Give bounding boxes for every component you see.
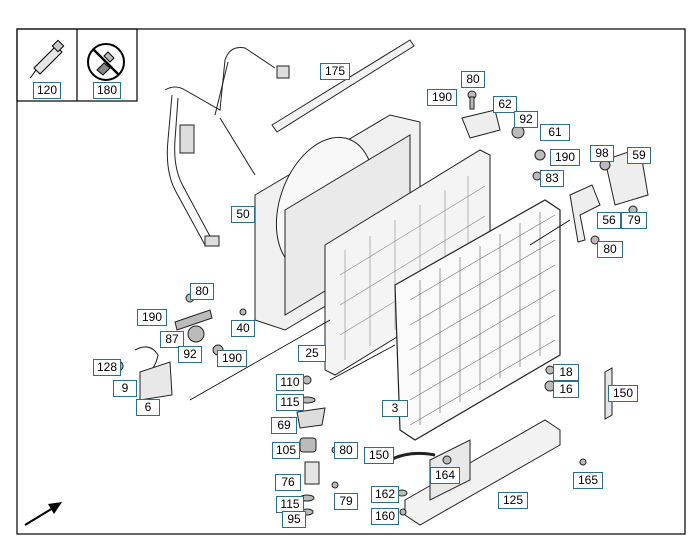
part-label: 92 xyxy=(514,111,538,128)
part-label: 162 xyxy=(371,486,399,503)
part-label: 6 xyxy=(136,399,160,416)
part-label: 80 xyxy=(597,241,623,258)
part-label: 110 xyxy=(276,374,304,391)
part-label: 80 xyxy=(461,71,485,88)
part-label: 61 xyxy=(540,124,570,141)
part-label: 59 xyxy=(627,147,651,164)
part-label: 80 xyxy=(190,283,214,300)
part-label: 56 xyxy=(597,212,621,229)
part-label: 160 xyxy=(371,508,399,525)
part-label: 115 xyxy=(276,394,304,411)
part-label: 40 xyxy=(231,320,255,337)
guard-frame xyxy=(164,47,290,247)
part-label: 18 xyxy=(553,364,579,381)
part-label: 87 xyxy=(160,331,184,348)
part-label: 105 xyxy=(272,442,300,459)
legend-label-120: 120 xyxy=(33,82,61,99)
part-label: 92 xyxy=(178,346,202,363)
part-label: 175 xyxy=(320,63,350,80)
part-label: 50 xyxy=(231,206,255,223)
part-label: 80 xyxy=(334,442,358,459)
part-label: 150 xyxy=(364,447,394,464)
direction-arrow-icon xyxy=(24,502,62,526)
sealant-tube-icon xyxy=(29,39,65,79)
part-label: 16 xyxy=(553,381,579,398)
part-label: 62 xyxy=(493,96,517,113)
part-label: 190 xyxy=(427,89,457,106)
part-label: 190 xyxy=(137,309,167,326)
part-label: 190 xyxy=(550,149,580,166)
screen-3 xyxy=(394,199,561,441)
part-label: 25 xyxy=(298,345,326,362)
part-label: 165 xyxy=(573,472,603,489)
part-label: 83 xyxy=(540,170,564,187)
part-label: 150 xyxy=(608,385,638,402)
part-label: 95 xyxy=(282,511,306,528)
part-label: 128 xyxy=(93,359,121,376)
part-label: 69 xyxy=(271,417,297,434)
part-label: 76 xyxy=(275,474,301,491)
tool-prohibited-icon xyxy=(87,43,125,81)
part-label: 9 xyxy=(113,380,137,397)
part-label: 98 xyxy=(590,145,614,162)
part-label: 79 xyxy=(621,212,647,229)
part-label: 3 xyxy=(382,400,408,417)
drawing-border xyxy=(16,28,686,535)
part-label: 125 xyxy=(498,492,528,509)
leader-lines xyxy=(189,219,571,401)
legend-label-180: 180 xyxy=(93,82,121,99)
hose-150 xyxy=(389,451,436,462)
plate-125 xyxy=(404,419,561,526)
legend-box xyxy=(16,28,138,102)
bar-175 xyxy=(271,39,415,133)
part-label: 79 xyxy=(334,493,358,510)
part-label: 164 xyxy=(430,467,460,484)
part-label: 190 xyxy=(217,350,247,367)
